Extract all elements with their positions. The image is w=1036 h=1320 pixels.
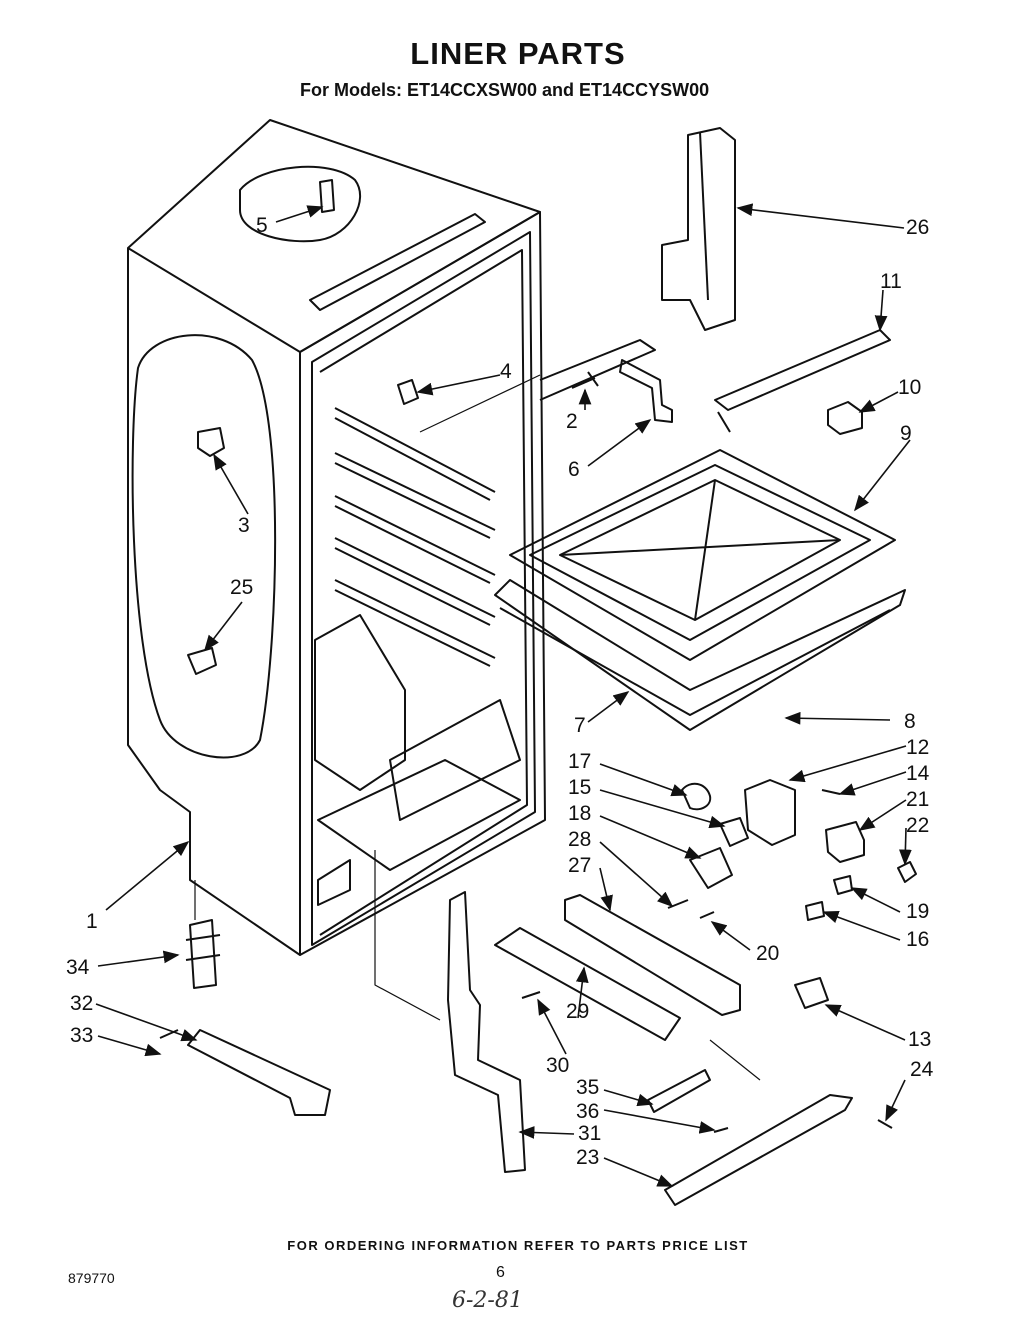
callout-8: 8 [904, 710, 916, 733]
callout-17: 17 [568, 750, 591, 773]
shield-part-18 [689, 847, 733, 889]
ordering-footer: FOR ORDERING INFORMATION REFER TO PARTS … [287, 1238, 749, 1253]
screw-part-36 [713, 1127, 729, 1133]
guide-lines [194, 374, 761, 1081]
callout-4: 4 [500, 360, 512, 383]
callout-23: 23 [576, 1146, 599, 1169]
document-number: 879770 [68, 1270, 115, 1286]
callout-35: 35 [576, 1076, 599, 1099]
drawer-frame-part-7 [494, 579, 906, 731]
rail-part-27 [564, 894, 741, 1016]
callout-25: 25 [230, 576, 253, 599]
switch-part-19 [833, 875, 853, 895]
leveling-leg-part-34 [185, 919, 221, 989]
callout-11: 11 [880, 270, 902, 293]
callout-14: 14 [906, 762, 930, 785]
callout-19: 19 [906, 900, 929, 923]
switch-part-16 [805, 901, 825, 921]
knob-part-22 [897, 861, 917, 883]
callout-18: 18 [568, 802, 591, 825]
cover-part-21 [825, 821, 865, 863]
callout-7: 7 [574, 714, 586, 737]
callout-20: 20 [756, 942, 779, 965]
screw-part-2 [571, 371, 599, 389]
models-subtitle: For Models: ET14CCXSW00 and ET14CCYSW00 [300, 80, 710, 100]
plate-outline [539, 339, 656, 401]
screw-part-14 [821, 789, 841, 795]
callout-labels: 5 4 3 25 26 11 10 9 2 6 7 8 12 17 14 15 … [66, 214, 934, 1169]
callout-16: 16 [906, 928, 929, 951]
handwritten-note: 6-2-81 [452, 1288, 523, 1313]
bracket-part-5 [319, 179, 335, 213]
callout-30: 30 [546, 1054, 569, 1077]
callout-13: 13 [908, 1028, 931, 1051]
callout-22: 22 [906, 814, 929, 837]
callout-29: 29 [566, 1000, 589, 1023]
callout-15: 15 [568, 776, 591, 799]
callout-21: 21 [906, 788, 929, 811]
leader-arrows [95, 203, 912, 1187]
socket-part-15 [719, 817, 749, 847]
screw-part-33 [159, 1029, 179, 1039]
rail-part-29 [494, 927, 681, 1041]
callout-6: 6 [568, 458, 580, 481]
thermostat-part-3 [197, 427, 225, 457]
callout-33: 33 [70, 1024, 93, 1047]
callout-3: 3 [238, 514, 250, 537]
callout-26: 26 [906, 216, 929, 239]
light-part-17 [681, 782, 712, 811]
control-box-part-12 [744, 779, 796, 846]
callout-34: 34 [66, 956, 90, 979]
screw-part-24 [877, 1119, 893, 1129]
screw-part-20 [699, 911, 715, 919]
bracket-part-35 [647, 1069, 711, 1113]
duct-part-26 [661, 127, 736, 331]
shelf-front-part-11 [714, 329, 891, 433]
clip-part-4 [397, 379, 419, 405]
bracket-part-6 [619, 359, 673, 423]
page-title: LINER PARTS [410, 36, 626, 71]
page-number: 6 [496, 1264, 505, 1281]
crisper-cover-part-9 [509, 449, 896, 661]
callout-10: 10 [898, 376, 921, 399]
callout-9: 9 [900, 422, 912, 445]
callout-5: 5 [256, 214, 268, 237]
trim-part-23 [664, 1094, 853, 1206]
divider-part-31 [447, 891, 526, 1173]
callout-2: 2 [566, 410, 578, 433]
callout-36: 36 [576, 1100, 599, 1123]
callout-24: 24 [910, 1058, 934, 1081]
grommet-part-25 [187, 647, 217, 675]
callout-12: 12 [906, 736, 929, 759]
callout-32: 32 [70, 992, 93, 1015]
screw-part-30 [521, 991, 541, 999]
callout-1: 1 [86, 910, 98, 933]
callout-28: 28 [568, 828, 591, 851]
connector-part-13 [794, 977, 829, 1009]
callout-31: 31 [578, 1122, 601, 1145]
clip-part-10 [827, 401, 863, 435]
hinge-bracket-part-32 [187, 1029, 331, 1116]
cabinet-liner [127, 119, 546, 956]
screw-part-28 [667, 899, 689, 909]
callout-27: 27 [568, 854, 591, 877]
